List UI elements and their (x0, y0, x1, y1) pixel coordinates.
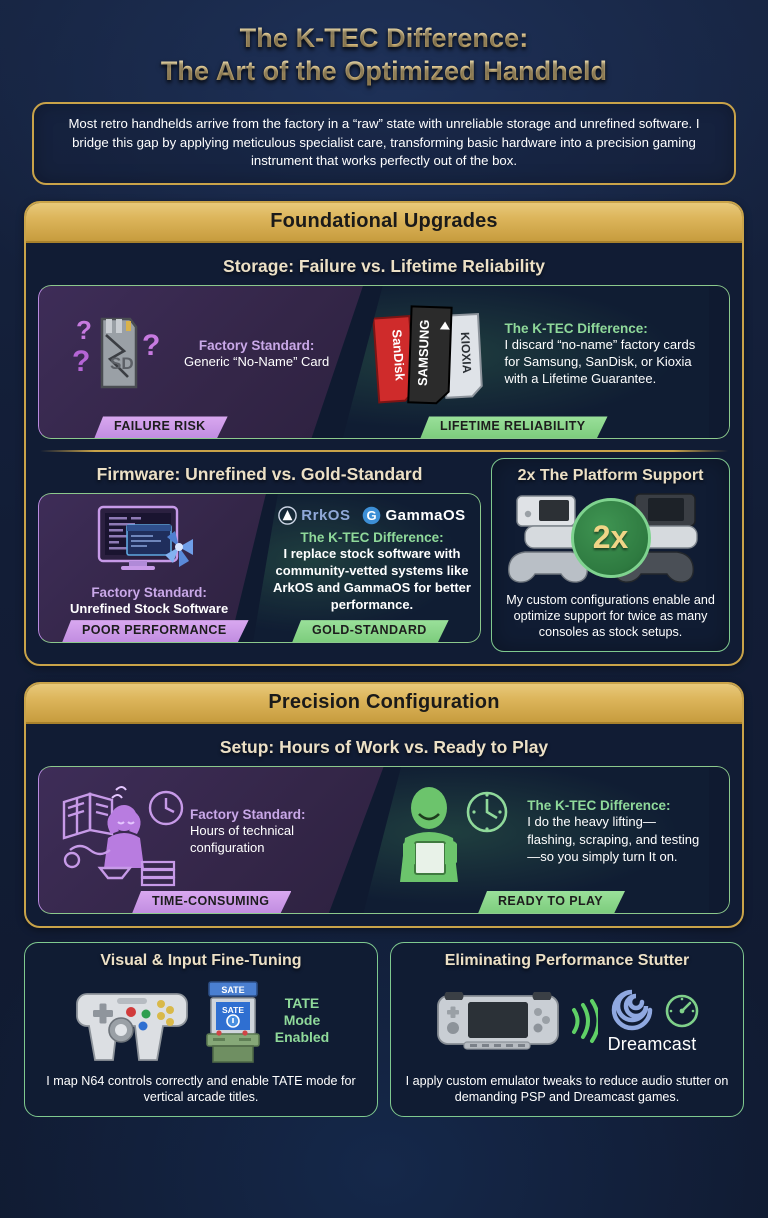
title-line-2: The Art of the Optimized Handheld (24, 55, 744, 88)
dreamcast-swirl-icon (611, 989, 653, 1031)
setup-time-badge: TIME-CONSUMING (132, 891, 291, 914)
tate-line-1: TATE (284, 995, 320, 1012)
visual-input-card: Visual & Input Fine-Tuning (24, 941, 378, 1118)
setup-ktec-text: I do the heavy lifting—flashing, scrapin… (527, 814, 700, 864)
firmware-ktec-text: I replace stock software with community-… (273, 545, 471, 613)
svg-text:SATE: SATE (222, 1005, 244, 1015)
n64-controller-icon (75, 992, 188, 1061)
divider (40, 450, 728, 452)
storage-factory-side: ? ? ? SD (38, 285, 364, 440)
storage-failure-badge: FAILURE RISK (94, 416, 228, 439)
platform-multiplier-badge: 2x (570, 497, 651, 578)
performance-stutter-card: Eliminating Performance Stutter (390, 941, 744, 1118)
setup-ready-badge: READY TO PLAY (478, 891, 625, 914)
firmware-factory-side: Factory Standard: Unrefined Stock Softwa… (38, 492, 267, 643)
psp-handheld-icon (437, 991, 559, 1050)
svg-text:?: ? (142, 329, 160, 362)
visual-input-caption: I map N64 controls correctly and enable … (46, 1073, 356, 1105)
firmware-ktec-label: The K-TEC Difference: (300, 529, 444, 545)
section-foundational-upgrades: Foundational Upgrades Storage: Failure v… (24, 201, 744, 666)
dreamcast-wordmark: Dreamcast (607, 1034, 697, 1055)
stressed-person-illustration (56, 776, 186, 888)
svg-text:?: ? (76, 315, 92, 345)
setup-ktec-side: The K-TEC Difference: I do the heavy lif… (363, 766, 709, 914)
setup-ktec-label: The K-TEC Difference: (527, 798, 671, 814)
os-logo-row: RrkOS G GammaOS (273, 506, 471, 525)
setup-compare-panel: Factory Standard: Hours of technical con… (38, 765, 730, 914)
firmware-compare-panel: Factory Standard: Unrefined Stock Softwa… (38, 492, 482, 643)
storage-ktec-text: I discard “no-name” factory cards for Sa… (504, 336, 696, 387)
stock-software-screen-illustration (48, 503, 250, 581)
platform-support-title: 2x The Platform Support (517, 466, 704, 484)
platform-support-caption: My custom configurations enable and opti… (506, 592, 715, 640)
dreamcast-block: Dreamcast (604, 986, 700, 1055)
arcade-cabinet-icon: SATE SATE (205, 980, 260, 1063)
storage-ktec-side: SanDisk KIOXIA SAMSUNG (342, 285, 709, 439)
visual-input-illustration: SATE SATE TATE Mode Enabled (35, 975, 367, 1067)
arkos-icon (278, 506, 298, 525)
setup-factory-text: Hours of technical configuration (190, 823, 295, 856)
performance-illustration: Dreamcast (401, 975, 733, 1067)
storage-ktec-label: The K-TEC Difference: (504, 320, 648, 336)
svg-text:KIOXIA: KIOXIA (458, 332, 474, 374)
firmware-factory-label: Factory Standard: (91, 584, 207, 600)
consoles-illustration: 2x (502, 490, 719, 586)
setup-factory-label: Factory Standard: (190, 807, 306, 822)
svg-text:SanDisk: SanDisk (390, 329, 409, 382)
setup-factory-side: Factory Standard: Hours of technical con… (38, 765, 384, 914)
happy-player-illustration (389, 778, 515, 886)
firmware-poor-badge: POOR PERFORMANCE (62, 620, 249, 643)
section-banner-label-2: Precision Configuration (26, 683, 742, 724)
performance-stutter-caption: I apply custom emulator tweaks to reduce… (405, 1073, 729, 1105)
bottom-card-row: Visual & Input Fine-Tuning (24, 941, 744, 1118)
tate-mode-status: TATE Mode Enabled (275, 995, 329, 1045)
branded-microsd-cards-illustration: SanDisk KIOXIA SAMSUNG (364, 295, 492, 413)
storage-factory-label: Factory Standard: (198, 338, 315, 353)
svg-text:G: G (367, 508, 377, 523)
svg-text:SATE: SATE (221, 985, 244, 995)
firmware-factory-text: Unrefined Stock Software (69, 600, 229, 616)
svg-text:SAMSUNG: SAMSUNG (415, 319, 432, 386)
broken-sd-card-illustration: ? ? ? SD (66, 307, 166, 402)
storage-reliability-badge: LIFETIME RELIABILITY (420, 416, 608, 439)
section-banner-label: Foundational Upgrades (26, 203, 742, 244)
svg-text:?: ? (72, 345, 90, 378)
firmware-ktec-side: RrkOS G GammaOS The K-TEC Difference: I … (253, 493, 481, 643)
storage-compare-panel: ? ? ? SD (38, 285, 730, 440)
setup-heading: Setup: Hours of Work vs. Ready to Play (219, 736, 549, 757)
visual-input-title: Visual & Input Fine-Tuning (100, 951, 302, 969)
tate-line-2: Mode (283, 1012, 321, 1029)
svg-text:SD: SD (110, 354, 134, 373)
section-precision-configuration: Precision Configuration Setup: Hours of … (24, 681, 744, 928)
gammaos-label: GammaOS (385, 506, 466, 524)
tate-line-3: Enabled (274, 1029, 330, 1046)
firmware-heading: Firmware: Unrefined vs. Gold-Standard (96, 463, 423, 484)
gammaos-icon: G (363, 506, 381, 525)
audio-waves-icon (572, 998, 598, 1043)
arkos-label: RrkOS (301, 506, 351, 524)
firmware-gold-badge: GOLD-STANDARD (292, 620, 449, 643)
speedometer-icon (665, 994, 699, 1028)
page-title: The K-TEC Difference: The Art of the Opt… (24, 0, 744, 88)
storage-factory-text: Generic “No-Name” Card (184, 354, 330, 369)
storage-heading: Storage: Failure vs. Lifetime Reliabilit… (223, 256, 545, 277)
title-line-1: The K-TEC Difference: (24, 22, 744, 55)
intro-paragraph: Most retro handhelds arrive from the fac… (32, 101, 736, 186)
platform-support-card: 2x The Platform Support (491, 457, 730, 652)
performance-stutter-title: Eliminating Performance Stutter (444, 951, 690, 969)
